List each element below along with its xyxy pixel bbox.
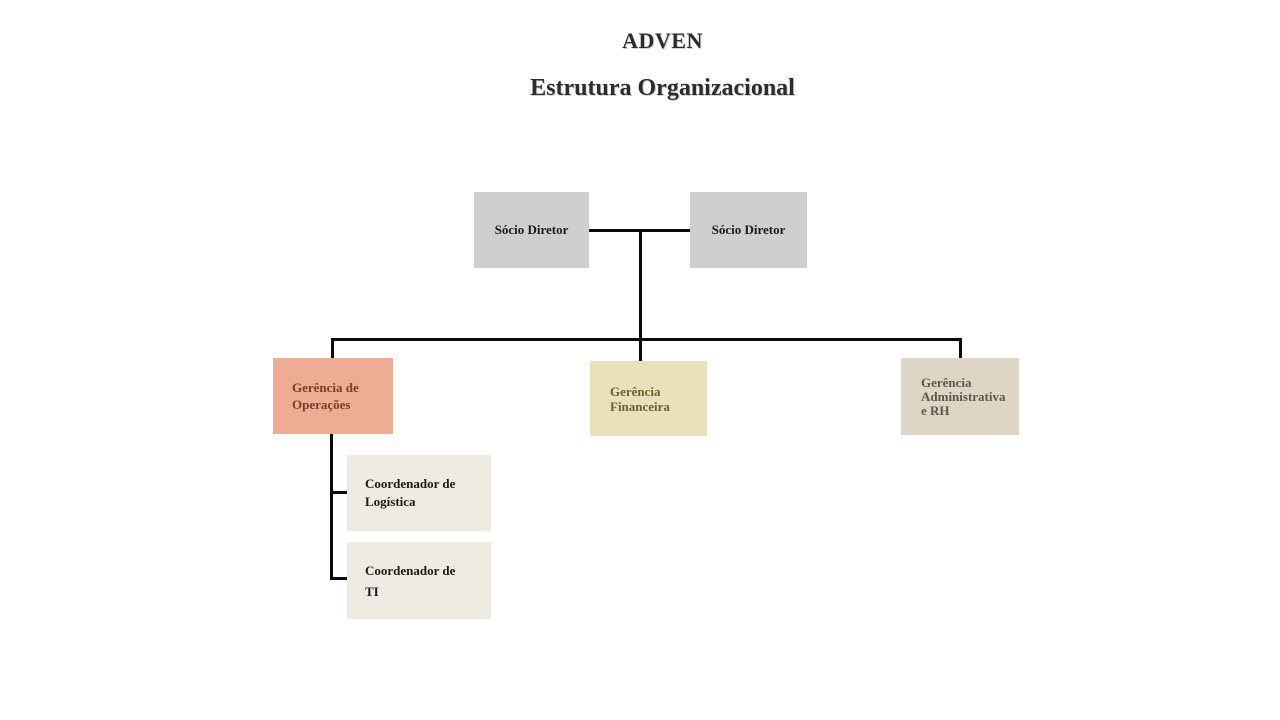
node-label-line: Sócio Diretor xyxy=(711,222,786,237)
node-label-line: Coordenador de xyxy=(365,562,456,578)
node-gerencia-operacoes: Gerência de Operações xyxy=(273,358,393,434)
node-label-line: Administrativa xyxy=(921,388,1006,404)
node-label-line: Gerência xyxy=(921,374,972,390)
node-gerencia-financeira: Gerência Financeira xyxy=(590,361,707,436)
node-gerencia-administrativa-rh: Gerência Administrativa e RH xyxy=(901,358,1019,435)
node-label-line: Sócio Diretor xyxy=(494,222,569,237)
node-label-line: Operações xyxy=(292,397,351,412)
connector-stub-logistica xyxy=(330,491,347,494)
node-label-line: Gerência xyxy=(610,383,661,399)
connector-drop-administrativa xyxy=(959,338,962,358)
node-label-line: Financeira xyxy=(610,398,670,414)
connector-stub-ti xyxy=(330,577,347,580)
node-coordenador-logistica: Coordenador de Logística xyxy=(347,455,491,531)
chart-title: ADVEN xyxy=(622,28,703,53)
node-coordenador-ti: Coordenador de TI xyxy=(347,542,491,619)
node-label-line: TI xyxy=(365,583,379,599)
node-label-line: Gerência de xyxy=(292,380,359,395)
node-label-line: e RH xyxy=(921,402,950,418)
chart-subtitle: Estrutura Organizacional xyxy=(530,75,795,101)
node-socio-diretor-right: Sócio Diretor xyxy=(690,192,807,268)
connector-coord-vertical xyxy=(330,434,333,580)
node-socio-diretor-left: Sócio Diretor xyxy=(474,192,589,268)
connector-drop-operacoes xyxy=(331,338,334,358)
connector-main-vertical xyxy=(639,229,642,341)
connector-crossbar xyxy=(331,338,962,341)
node-label-line: Logística xyxy=(365,494,416,509)
connector-drop-financeira xyxy=(639,338,642,361)
node-label-line: Coordenador de xyxy=(365,476,456,491)
